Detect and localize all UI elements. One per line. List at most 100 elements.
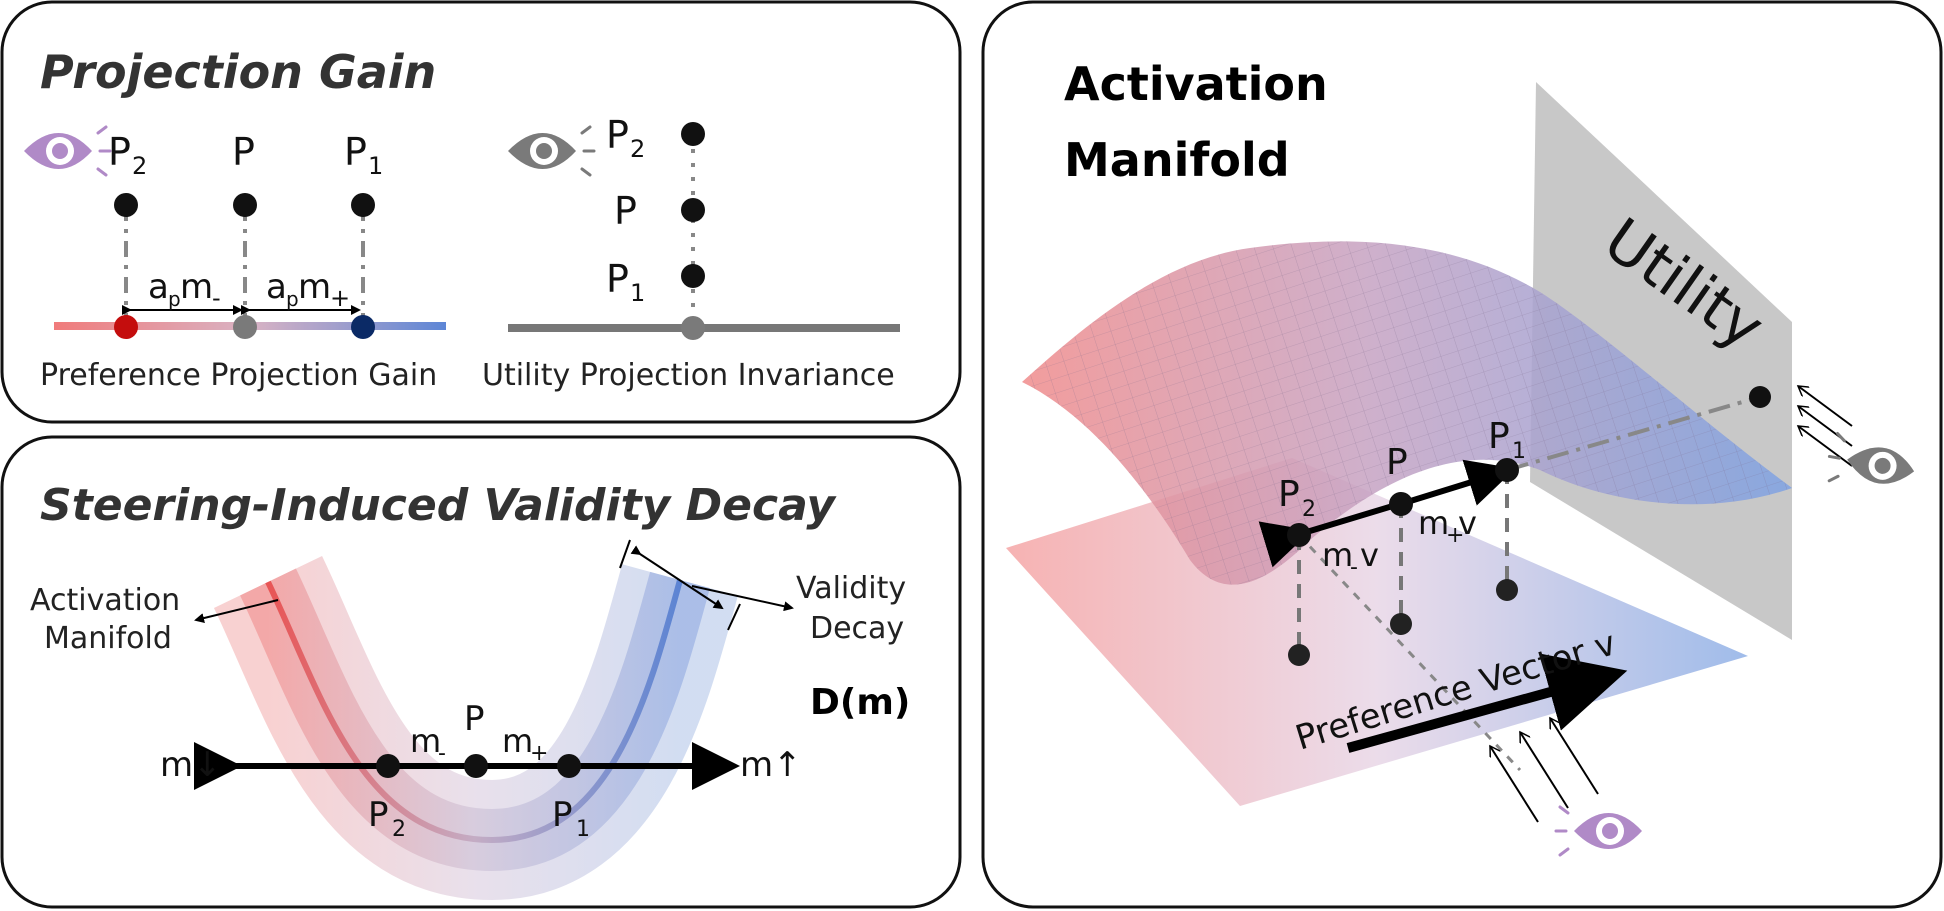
svg-text:+: + <box>330 284 350 312</box>
svg-text:m: m <box>298 267 331 307</box>
svg-text:2: 2 <box>132 152 147 180</box>
svg-text:P: P <box>1488 416 1510 457</box>
point-p2-left <box>114 193 138 217</box>
svg-text:2: 2 <box>630 135 645 163</box>
point-p1-left <box>351 193 375 217</box>
svg-text:1: 1 <box>368 152 383 180</box>
point-p1-axis <box>557 754 581 778</box>
svg-text:+: + <box>1446 523 1464 548</box>
m-minus-label: m - <box>410 722 446 766</box>
svg-text:m: m <box>502 722 533 760</box>
pointer-activation-manifold <box>194 599 279 623</box>
svg-text:P: P <box>1278 474 1300 515</box>
eye-icon-gray <box>508 125 596 177</box>
label-p-right: P <box>614 189 637 233</box>
label-p2-left: P 2 <box>108 130 147 180</box>
svg-text:2: 2 <box>1302 497 1316 522</box>
activation-manifold-tube <box>213 555 738 901</box>
eye-icon-purple <box>22 125 112 177</box>
point-p-right <box>681 198 705 222</box>
validity-decay-width-arrow <box>630 545 724 610</box>
projected-point-p <box>233 315 257 339</box>
eye-icon-purple <box>1554 805 1642 857</box>
svg-text:a: a <box>148 267 169 307</box>
caption-utility-projection-invariance: Utility Projection Invariance <box>482 358 895 393</box>
activation-manifold-label: Activation Manifold <box>30 583 180 656</box>
manifold-point-p1 <box>1495 458 1519 482</box>
m-minus-v-label: m - v <box>1322 536 1379 580</box>
point-p1-right <box>681 264 705 288</box>
svg-text:2: 2 <box>392 817 406 842</box>
plane-point-p1 <box>1496 579 1518 601</box>
svg-text:m: m <box>410 722 441 760</box>
projected-point-p1 <box>351 315 375 339</box>
panel-title-validity-decay: Steering-Induced Validity Decay <box>40 480 837 531</box>
svg-text:P: P <box>108 130 131 174</box>
svg-text:1: 1 <box>630 279 645 307</box>
preference-projection-ray <box>1297 533 1522 772</box>
manifold-label-p: P <box>1386 442 1408 483</box>
validity-decay-tick-b <box>727 603 741 631</box>
svg-text:1: 1 <box>1512 439 1526 464</box>
svg-text:Manifold: Manifold <box>44 621 172 656</box>
svg-text:a: a <box>266 267 287 307</box>
svg-text:P: P <box>552 795 573 835</box>
svg-text:+: + <box>530 741 548 766</box>
manifold-title-line2: Manifold <box>1064 133 1290 187</box>
manifold-title-line1: Activation <box>1064 57 1328 111</box>
svg-text:v: v <box>1458 504 1477 542</box>
svg-text:-: - <box>212 284 221 312</box>
svg-text:P: P <box>344 130 367 174</box>
projected-point-utility <box>681 316 705 340</box>
svg-text:1: 1 <box>576 817 590 842</box>
svg-text:-: - <box>1350 555 1358 580</box>
caption-preference-projection-gain: Preference Projection Gain <box>40 358 437 393</box>
utility-projection-ray <box>1506 395 1761 472</box>
svg-text:Activation: Activation <box>30 583 180 618</box>
m-plus-label: m + <box>502 722 548 766</box>
manifold-label-p1: P 1 <box>1488 416 1526 464</box>
svg-text:P: P <box>606 113 629 157</box>
label-p-axis: P <box>464 699 485 739</box>
m-plus-v-arrow <box>1403 459 1516 506</box>
m-up-label: m↑ <box>740 745 802 785</box>
label-p1-axis: P 1 <box>552 795 590 842</box>
svg-text:Decay: Decay <box>810 611 904 646</box>
m-down-label: m↓ <box>160 745 222 785</box>
m-plus-v-label: m + v <box>1418 504 1477 548</box>
plane-point-p2 <box>1288 644 1310 666</box>
manifold-point-p2 <box>1287 523 1311 547</box>
svg-text:m: m <box>180 267 213 307</box>
d-of-m-label: D(m) <box>810 682 910 723</box>
manifold-point-p <box>1389 492 1413 516</box>
svg-text:p: p <box>168 287 181 311</box>
svg-text:Validity: Validity <box>796 571 906 606</box>
svg-text:m: m <box>1322 536 1353 574</box>
svg-text:p: p <box>286 287 299 311</box>
svg-text:m: m <box>1418 504 1449 542</box>
label-p2-right: P 2 <box>606 113 645 163</box>
label-p1-left: P 1 <box>344 130 383 180</box>
panel-title-projection-gain: Projection Gain <box>40 45 436 99</box>
gap-label-left: a p m - <box>148 267 221 312</box>
manifold-label-p2: P 2 <box>1278 474 1316 522</box>
point-p2-right <box>681 122 705 146</box>
gap-label-right: a p m + <box>266 267 350 312</box>
preference-vector-arrow <box>1346 653 1628 753</box>
eye-icon-gray <box>1827 432 1915 484</box>
plane-point-p <box>1390 613 1412 635</box>
label-p-left: P <box>232 130 255 174</box>
projected-point-p2 <box>114 315 138 339</box>
point-p-axis <box>464 754 488 778</box>
utility-plane-point <box>1749 386 1771 408</box>
point-p2-axis <box>376 754 400 778</box>
label-p1-right: P 1 <box>606 257 645 307</box>
validity-decay-label: Validity Decay <box>796 571 906 646</box>
svg-text:P: P <box>368 795 389 835</box>
preference-view-arrows <box>1489 718 1599 823</box>
point-p-left <box>233 193 257 217</box>
svg-text:v: v <box>1360 536 1379 574</box>
label-p2-axis: P 2 <box>368 795 406 842</box>
svg-text:P: P <box>606 257 629 301</box>
